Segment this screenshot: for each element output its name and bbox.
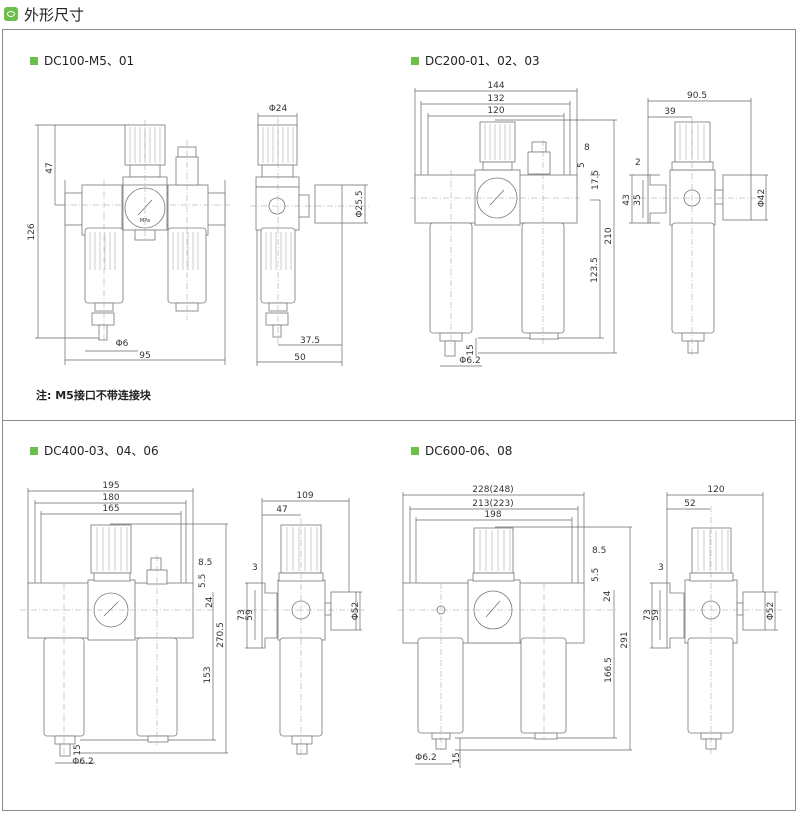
section-title: 外形尺寸 [24,5,85,24]
dim-166-5: 166.5 [604,657,614,683]
dim-17-5: 17.5 [591,170,601,190]
panel-title-text: DC600-06、08 [425,444,513,458]
bullet-square-icon [411,56,419,65]
dc400-front-drawing: 195 180 165 8.5 5.5 24 270.5 153 15 Φ6.2 [20,481,228,767]
panel-title-text: DC200-01、02、03 [425,54,540,68]
dim-5: 5 [577,162,587,168]
panel-title-dc200: DC200-01、02、03 [411,52,540,69]
dim-5-5: 5.5 [591,568,601,582]
dc200-front-drawing: 144 132 120 8 5 17.5 210 123.5 15 Φ6.2 [410,81,617,367]
dim-132: 132 [487,94,504,104]
dim-90-5: 90.5 [687,91,707,101]
panel-title-dc600: DC600-06、08 [411,442,512,459]
dim-47: 47 [45,162,55,173]
dim-5-5: 5.5 [198,574,208,588]
dim-phi42: Φ42 [757,189,767,208]
bullet-square-icon [30,446,38,455]
dim-2: 2 [635,158,641,168]
panel-title-text: DC100-M5、01 [44,54,135,68]
dim-24: 24 [205,596,215,608]
dim-43: 43 [622,194,632,205]
dim-24: 24 [603,590,613,602]
dim-phi52: Φ52 [766,602,776,621]
dim-73: 73 [237,609,247,620]
dim-109: 109 [296,491,313,501]
dim-35: 35 [633,194,643,205]
dim-198: 198 [484,510,501,520]
panel-title-dc100: DC100-M5、01 [30,52,134,69]
bullet-square-icon [30,56,38,65]
dim-120: 120 [487,106,504,116]
dim-291: 291 [620,631,630,648]
dim-95: 95 [139,351,150,361]
dim-59: 59 [245,609,255,621]
dim-126: 126 [27,223,37,240]
dc600-side-drawing: 120 52 3 73 59 Φ52 [643,485,782,755]
dim-50: 50 [294,353,306,363]
dim-73: 73 [643,609,653,620]
dim-8-5: 8.5 [592,546,606,556]
dc100-front-drawing: 126 47 95 Φ6 MPa [27,120,230,365]
dc200-side-drawing: 90.5 39 2 43 35 Φ42 [622,91,768,355]
panel-divider [2,420,796,421]
dim-39: 39 [664,107,676,117]
dim-59: 59 [651,609,661,621]
dim-phi25-5: Φ25.5 [355,190,365,217]
dim-120: 120 [707,485,724,495]
dc100-side-drawing: Φ24 Φ25.5 37.5 50 [250,104,370,366]
dim-phi6-2: Φ6.2 [459,356,480,366]
dim-52: 52 [684,499,695,509]
dim-270-5: 270.5 [216,622,226,648]
dc400-side-drawing: 109 47 3 73 59 Φ52 [237,491,365,758]
dim-3: 3 [252,563,258,573]
dim-phi6-2: Φ6.2 [72,757,93,767]
dim-15: 15 [73,744,83,755]
dim-8: 8 [584,143,590,153]
dim-47: 47 [276,505,287,515]
bullet-square-icon [411,446,419,455]
dim-144: 144 [487,81,504,91]
dim-phi6: Φ6 [116,339,129,349]
dim-165: 165 [102,504,119,514]
dim-153: 153 [203,666,213,683]
panel-title-text: DC400-03、04、06 [44,444,159,458]
dim-210: 210 [604,227,614,244]
dim-180: 180 [102,493,119,503]
eye-badge-icon [4,7,18,21]
note-text: 注: M5接口不带连接块 [36,389,151,402]
dim-8-5: 8.5 [198,558,212,568]
dim-phi24: Φ24 [269,104,288,114]
dim-15: 15 [452,752,462,763]
dim-228: 228(248) [472,485,513,495]
dim-213: 213(223) [472,499,513,509]
dim-123-5: 123.5 [590,257,600,283]
panel-title-dc400: DC400-03、04、06 [30,442,159,459]
section-header: 外形尺寸 [4,4,84,24]
dc600-front-drawing: 228(248) 213(223) 198 8.5 5.5 24 291 166… [398,485,632,768]
dim-phi6-2: Φ6.2 [415,753,436,763]
dim-3: 3 [658,563,664,573]
dim-37-5: 37.5 [300,336,320,346]
dim-195: 195 [102,481,119,491]
dim-15: 15 [466,344,476,355]
dim-phi52: Φ52 [351,602,361,621]
